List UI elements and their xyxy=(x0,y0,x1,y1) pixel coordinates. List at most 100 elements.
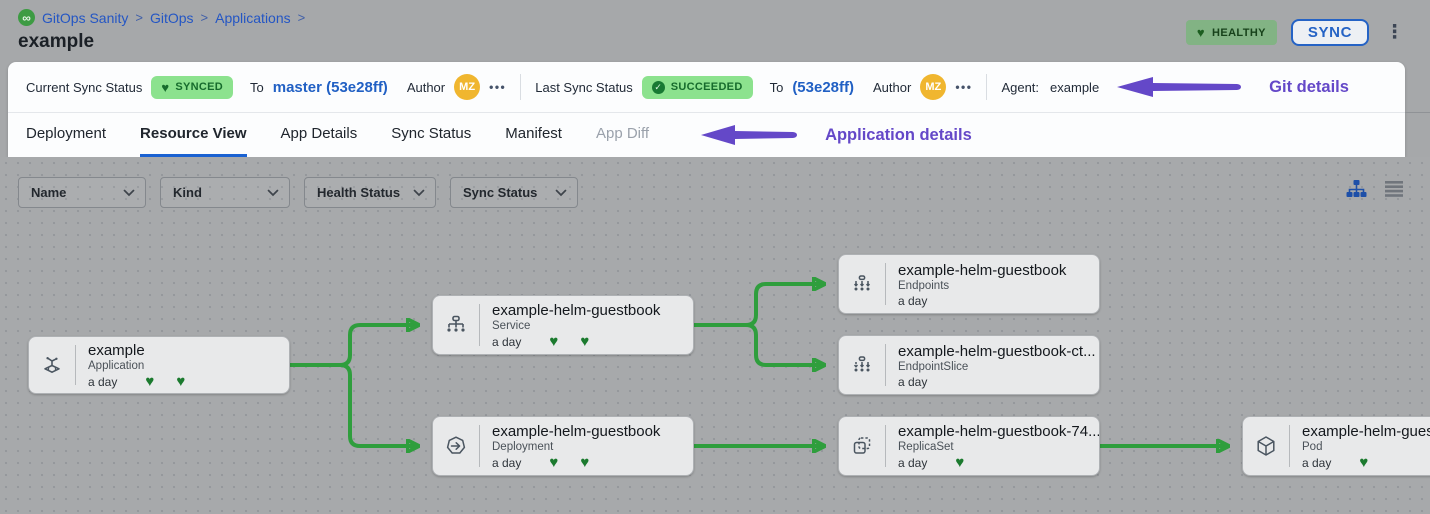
tab-resource-view[interactable]: Resource View xyxy=(140,113,246,157)
page-title: example xyxy=(18,31,94,53)
resource-node-deployment[interactable]: example-helm-guestbook Deployment a day … xyxy=(432,416,694,476)
more-icon[interactable]: ••• xyxy=(955,80,972,94)
node-age: a day xyxy=(1302,456,1331,470)
filter-health-status-dropdown[interactable]: Health Status xyxy=(304,177,436,208)
application-icon xyxy=(29,337,75,393)
endpoints-icon xyxy=(839,255,885,313)
divider xyxy=(1405,112,1430,113)
deployment-icon xyxy=(433,417,479,475)
node-title: example-helm-guestbook-74... xyxy=(898,423,1099,440)
header-actions: ♥ HEALTHY SYNC ⋮ xyxy=(1186,19,1406,46)
node-title: example-helm-guest xyxy=(1302,423,1430,440)
node-age: a day xyxy=(898,375,927,389)
divider xyxy=(986,74,987,100)
breadcrumb-gitops[interactable]: GitOps xyxy=(150,10,194,26)
node-kind: Endpoints xyxy=(898,280,1066,292)
node-kind: Application xyxy=(88,360,185,372)
health-badge-label: HEALTHY xyxy=(1212,27,1266,39)
node-title: example-helm-guestbook xyxy=(492,302,660,319)
author-avatar[interactable]: MZ xyxy=(454,74,480,100)
kebab-menu-icon[interactable]: ⋮ xyxy=(1383,23,1406,42)
breadcrumb-gitops-sanity[interactable]: GitOps Sanity xyxy=(42,10,128,26)
gitops-logo-icon: ∞ xyxy=(18,9,35,26)
author-label: Author xyxy=(873,80,911,95)
resource-node-service[interactable]: example-helm-guestbook Service a day ♥ ♥ xyxy=(432,295,694,355)
resource-node-pod[interactable]: example-helm-guest Pod a day ♥ xyxy=(1242,416,1430,476)
tab-app-details[interactable]: App Details xyxy=(281,113,358,157)
git-details-annotation: Git details xyxy=(1269,78,1349,97)
tree-view-icon[interactable] xyxy=(1346,179,1367,199)
node-age: a day xyxy=(898,456,927,470)
current-commit-link[interactable]: master (53e28ff) xyxy=(273,79,388,96)
filter-sync-status-dropdown[interactable]: Sync Status xyxy=(450,177,578,208)
breadcrumb-separator: > xyxy=(298,10,306,25)
tab-app-diff[interactable]: App Diff xyxy=(596,113,649,157)
filter-name-label: Name xyxy=(31,185,66,200)
sync-status-bar: Current Sync Status ♥ SYNCED To master (… xyxy=(8,62,1405,113)
node-kind: Pod xyxy=(1302,441,1430,453)
synced-badge-label: SYNCED xyxy=(175,81,223,93)
node-kind: EndpointSlice xyxy=(898,361,1096,373)
view-toggles xyxy=(1346,179,1404,199)
succeeded-badge: ✓ SUCCEEDED xyxy=(642,76,753,99)
app-header-panel: Current Sync Status ♥ SYNCED To master (… xyxy=(8,62,1405,157)
resource-node-replicaset[interactable]: example-helm-guestbook-74... ReplicaSet … xyxy=(838,416,1100,476)
succeeded-badge-label: SUCCEEDED xyxy=(671,81,743,93)
resource-node-endpoints[interactable]: example-helm-guestbook Endpoints a day xyxy=(838,254,1100,314)
divider xyxy=(520,74,521,100)
author-label: Author xyxy=(407,80,445,95)
node-age: a day xyxy=(492,456,521,470)
resource-node-endpointslice[interactable]: example-helm-guestbook-ct... EndpointSli… xyxy=(838,335,1100,395)
resource-node-application[interactable]: example Application a day ♥ ♥ xyxy=(28,336,290,394)
node-title: example xyxy=(88,342,185,359)
heart-icon: ♥ xyxy=(161,81,169,94)
sync-button[interactable]: SYNC xyxy=(1291,19,1369,46)
health-hearts: ♥ ♥ xyxy=(549,455,589,470)
chevron-down-icon xyxy=(555,189,567,197)
breadcrumb-applications[interactable]: Applications xyxy=(215,10,291,26)
list-view-icon[interactable] xyxy=(1384,180,1404,198)
annotation-arrow-left-icon xyxy=(699,123,799,147)
service-icon xyxy=(433,296,479,354)
agent-value: example xyxy=(1050,80,1099,95)
health-hearts: ♥ ♥ xyxy=(549,334,589,349)
resource-graph-canvas: Name Kind Health Status Sync Status xyxy=(0,157,1430,514)
health-hearts: ♥ xyxy=(955,455,964,470)
current-sync-label: Current Sync Status xyxy=(26,80,142,95)
chevron-down-icon xyxy=(413,189,425,197)
breadcrumb-separator: > xyxy=(201,10,209,25)
node-title: example-helm-guestbook xyxy=(898,262,1066,279)
more-icon[interactable]: ••• xyxy=(489,80,506,94)
last-sync-group: Last Sync Status ✓ SUCCEEDED To (53e28ff… xyxy=(535,74,972,100)
breadcrumb: ∞ GitOps Sanity > GitOps > Applications … xyxy=(18,9,305,26)
filter-name-dropdown[interactable]: Name xyxy=(18,177,146,208)
tab-manifest[interactable]: Manifest xyxy=(505,113,562,157)
filter-health-status-label: Health Status xyxy=(317,185,400,200)
agent-label: Agent: xyxy=(1001,80,1039,95)
health-status-badge: ♥ HEALTHY xyxy=(1186,20,1277,45)
tab-deployment[interactable]: Deployment xyxy=(26,113,106,157)
health-hearts: ♥ xyxy=(1359,455,1368,470)
application-details-annotation: Application details xyxy=(825,126,972,145)
filter-kind-label: Kind xyxy=(173,185,202,200)
filter-sync-status-label: Sync Status xyxy=(463,185,537,200)
filter-bar: Name Kind Health Status Sync Status xyxy=(18,177,578,208)
to-label: To xyxy=(250,80,264,95)
check-circle-icon: ✓ xyxy=(652,81,665,94)
author-avatar[interactable]: MZ xyxy=(920,74,946,100)
current-sync-group: Current Sync Status ♥ SYNCED To master (… xyxy=(26,74,506,100)
node-kind: Deployment xyxy=(492,441,660,453)
pod-icon xyxy=(1243,417,1289,475)
last-sync-label: Last Sync Status xyxy=(535,80,633,95)
tab-sync-status[interactable]: Sync Status xyxy=(391,113,471,157)
filter-kind-dropdown[interactable]: Kind xyxy=(160,177,290,208)
heart-icon: ♥ xyxy=(1197,26,1205,39)
last-commit-link[interactable]: (53e28ff) xyxy=(792,79,854,96)
tabs: Deployment Resource View App Details Syn… xyxy=(8,113,1405,157)
chevron-down-icon xyxy=(123,189,135,197)
chevron-down-icon xyxy=(267,189,279,197)
node-title: example-helm-guestbook xyxy=(492,423,660,440)
node-age: a day xyxy=(88,375,117,389)
breadcrumb-separator: > xyxy=(135,10,143,25)
